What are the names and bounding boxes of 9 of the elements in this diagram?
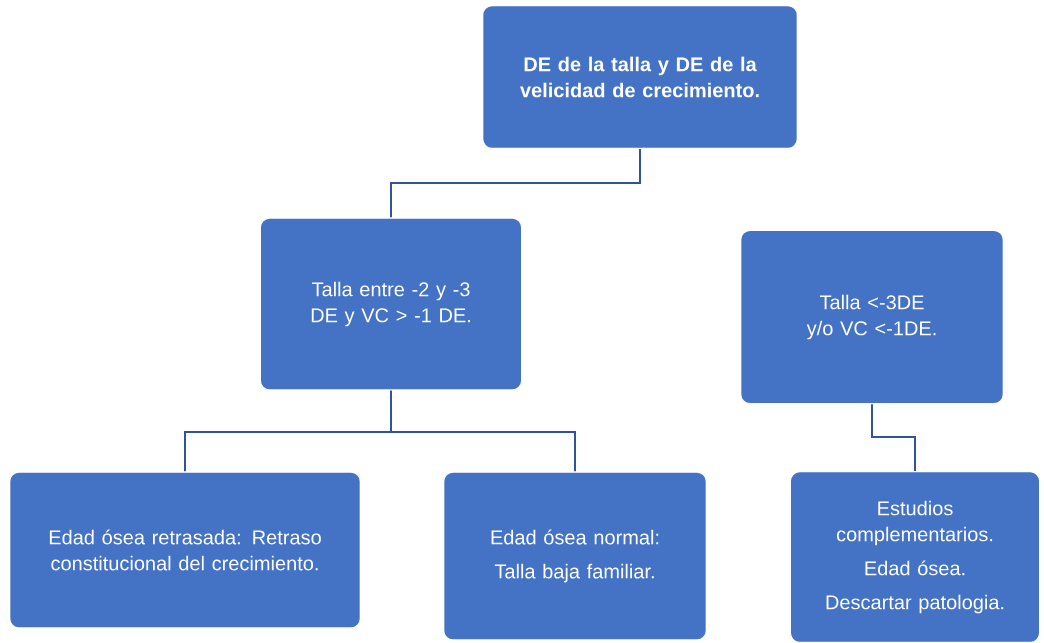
connector-line [390,389,576,473]
process-box: DE de la talla y DE de la velicidad de crecimiento. [482,5,798,149]
process-box: Talla <-3DE y/o VC <-1DE. [740,229,1004,405]
process-box: Edad ósea normal: Talla baja familiar. [443,471,707,641]
process-box: Estudios complementarios. Edad ósea. Descartar patologia. [789,471,1041,643]
process-box: Edad ósea retrasada: Retraso constitucional del crecimiento. [9,471,361,629]
connector-line [390,148,641,219]
connector-line [871,403,916,472]
process-box: Talla entre -2 y -3 DE y VC > -1 DE. [259,217,523,391]
